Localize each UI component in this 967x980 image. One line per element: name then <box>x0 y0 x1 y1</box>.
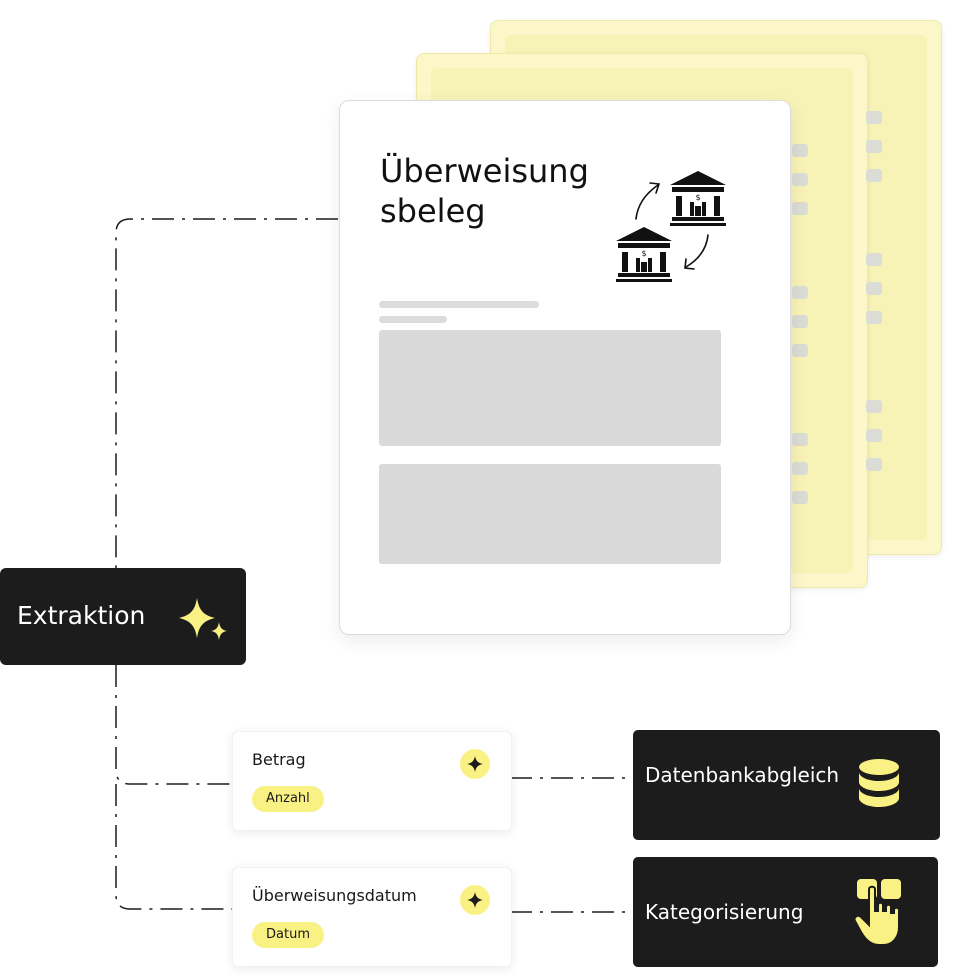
sparkle-icon <box>460 885 490 915</box>
categorization-action[interactable]: Kategorisierung <box>633 857 938 967</box>
field-tag: Anzahl <box>252 786 324 812</box>
field-card-transfer-date[interactable]: Überweisungsdatum Datum <box>232 867 512 967</box>
action-label: Kategorisierung <box>645 900 804 924</box>
database-match-action[interactable]: Datenbankabgleich <box>633 730 940 840</box>
document-title-line2: sbeleg <box>380 192 486 230</box>
placeholder-block <box>379 464 721 564</box>
sparkle-icon <box>179 598 227 640</box>
svg-text:$: $ <box>641 249 646 258</box>
database-icon <box>859 759 899 807</box>
field-card-amount[interactable]: Betrag Anzahl <box>232 731 512 831</box>
document-title-line1: Überweisung <box>380 152 589 190</box>
field-tag: Datum <box>252 922 324 948</box>
svg-text:$: $ <box>695 193 700 202</box>
bank-transfer-icon: $ $ <box>616 171 726 282</box>
document-title: Überweisung sbeleg <box>380 151 625 231</box>
placeholder-line <box>379 316 447 323</box>
placeholder-block <box>379 330 721 446</box>
transfer-receipt-document: Überweisung sbeleg $ <box>339 100 791 635</box>
sparkle-icon <box>460 749 490 779</box>
field-label: Betrag <box>252 750 306 769</box>
hand-pointer-icon <box>853 879 901 946</box>
placeholder-line <box>379 301 539 308</box>
action-label: Datenbankabgleich <box>645 763 840 787</box>
extraction-label: Extraktion <box>17 601 146 630</box>
field-label: Überweisungsdatum <box>252 886 417 905</box>
